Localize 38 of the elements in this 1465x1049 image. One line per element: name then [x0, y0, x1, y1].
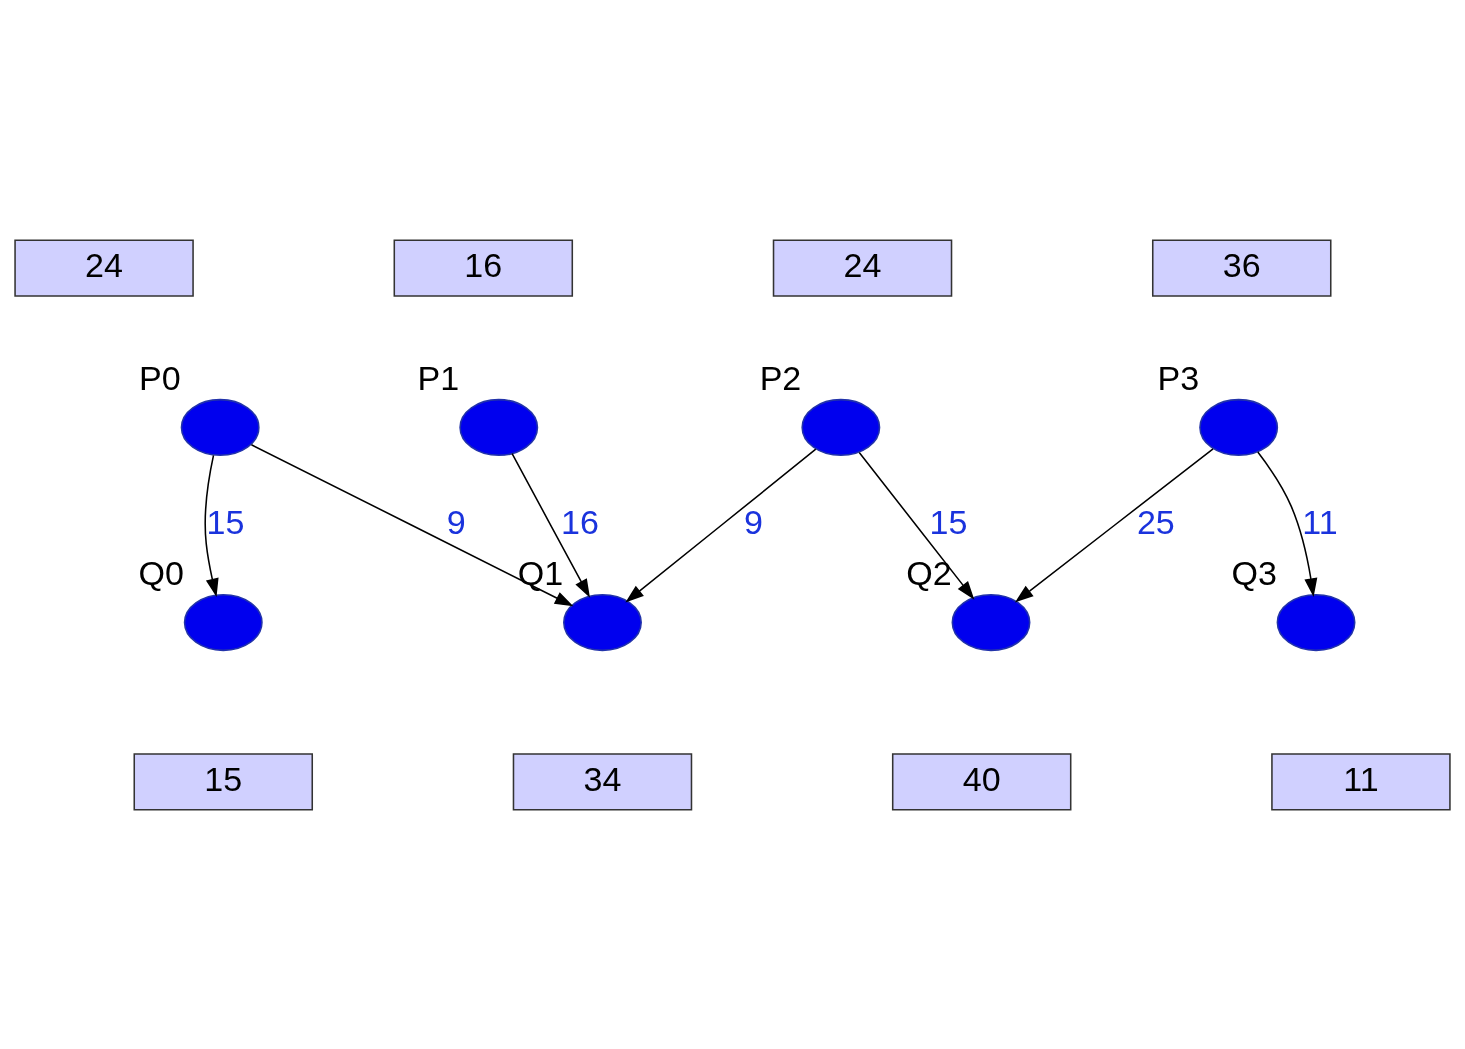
arrow [625, 447, 817, 603]
node-ellipse [1199, 398, 1279, 456]
node-ellipse [1276, 593, 1356, 651]
edge-label: 9 [446, 502, 466, 541]
node-label: Q3 [1231, 553, 1277, 592]
node-label: Q2 [906, 553, 952, 592]
edge-label: 9 [743, 502, 763, 541]
edge-label: 25 [1136, 502, 1175, 541]
node-label: P1 [417, 358, 460, 397]
edge-label: 15 [206, 502, 245, 541]
node-label: Q1 [517, 553, 564, 592]
edge-label: 11 [1302, 502, 1338, 541]
arrow [511, 452, 590, 598]
node-box: 24 [772, 238, 953, 297]
node-label: P3 [1157, 358, 1200, 397]
node-box: 24 [14, 238, 194, 297]
arrow [1257, 450, 1318, 597]
arrow [250, 443, 574, 606]
node-box: 36 [1151, 238, 1332, 297]
node-box: 11 [1271, 752, 1451, 811]
node-ellipse [459, 398, 539, 456]
node-ellipse [183, 593, 263, 651]
node-ellipse [951, 593, 1031, 651]
arrow [858, 451, 975, 600]
edge-label: 15 [929, 502, 968, 541]
node-ellipse [563, 593, 642, 651]
node-box: 16 [393, 238, 574, 297]
node-label: P0 [138, 358, 181, 397]
edge-label: 16 [561, 502, 599, 541]
arrow [204, 454, 219, 597]
node-ellipse [801, 398, 881, 456]
node-ellipse [180, 398, 260, 456]
node-label: Q0 [138, 553, 185, 592]
arrow [1014, 447, 1214, 602]
node-box: 15 [133, 752, 314, 811]
node-box: 34 [512, 752, 693, 811]
node-box: 40 [891, 752, 1072, 811]
node-label: P2 [759, 358, 802, 397]
